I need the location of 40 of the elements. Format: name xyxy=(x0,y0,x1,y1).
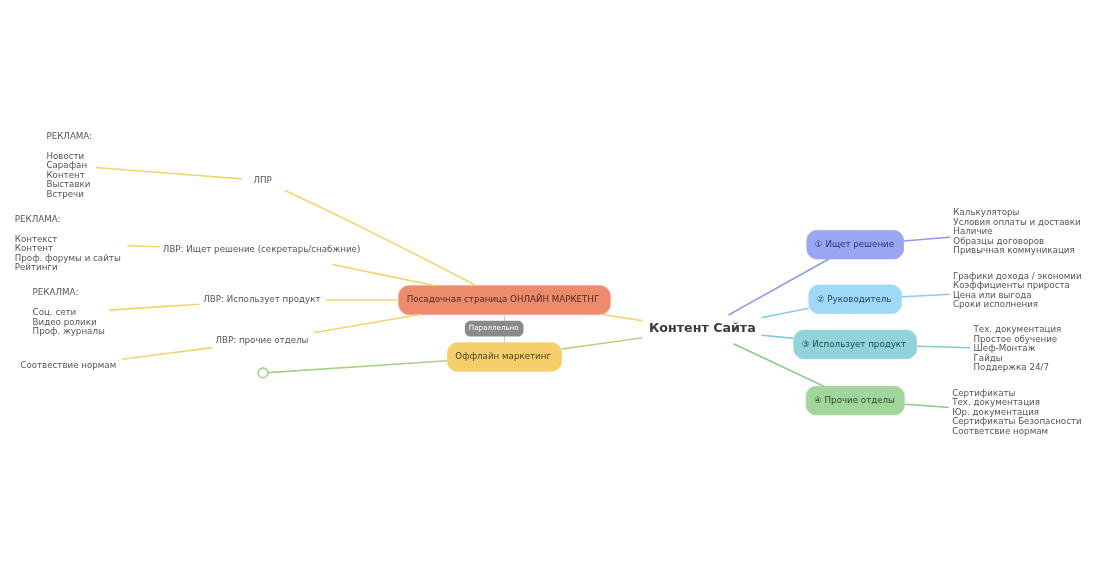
node-text: Сертификаты Тех. документация Юр. документация Сертификаты Безопасности Соответсвие нормам xyxy=(952,387,1082,436)
node-text: Графики дохода / экономии Коэффициенты прироста Цена или выгода Сроки исполнения xyxy=(952,270,1082,309)
connector xyxy=(121,346,213,360)
connector xyxy=(760,333,795,339)
edge-label: Параллельно xyxy=(468,322,519,332)
connector xyxy=(331,263,436,287)
connector xyxy=(599,313,644,321)
node-box: ① Ищет решение xyxy=(806,229,904,259)
node-box: Оффлайн маркетинг xyxy=(447,341,562,372)
connector xyxy=(915,344,971,349)
connector xyxy=(267,359,449,373)
node-text: Соотвествие нормам xyxy=(20,359,117,370)
connector xyxy=(283,189,478,287)
node-box: ④ Прочие отделы xyxy=(805,385,905,415)
node-circle xyxy=(257,366,269,378)
node-text: Тех. документация Простое обучение Шеф-Монтаж Гайды Поддержка 24/7 xyxy=(973,323,1062,372)
node-text: Контент Сайта xyxy=(648,319,756,335)
node-text: РЕКАЛМА: Соц. сети Видео ролики Проф. журналы xyxy=(32,286,105,336)
node-box: ② Руководитель xyxy=(808,284,902,314)
connector xyxy=(903,402,950,408)
node-text: Калькуляторы Условия оплаты и доставки Наличие Образцы договоров Привычная коммуникация xyxy=(953,206,1081,255)
node-text: ЛПР xyxy=(253,174,272,185)
connector xyxy=(108,302,201,311)
node-box: ③ Использует продукт xyxy=(793,329,917,359)
node-text: ЛВР: прочие отделы xyxy=(215,334,309,345)
connector xyxy=(900,292,951,298)
connector xyxy=(325,298,400,301)
node-text: РЕКЛАМА: Новости Сарафан Контент Выставки Встречи xyxy=(46,130,93,199)
connector xyxy=(760,307,810,319)
connector xyxy=(126,244,161,248)
node-text: ЛВР: Ищет решение (секретарь/снабжние) xyxy=(162,243,361,254)
connector xyxy=(94,166,243,180)
connector xyxy=(727,257,830,316)
node-box: Посадочная страница ОНЛАЙН МАРКЕТНГ xyxy=(398,284,611,315)
node-text: ЛВР: Использует продукт xyxy=(203,293,321,304)
node-text: РЕКЛАМА: Контекст Контент Проф. форумы и сайты Рейтинги xyxy=(14,213,121,272)
connector xyxy=(560,336,644,350)
connector xyxy=(732,342,825,387)
connector xyxy=(313,313,422,333)
connector xyxy=(902,236,951,242)
